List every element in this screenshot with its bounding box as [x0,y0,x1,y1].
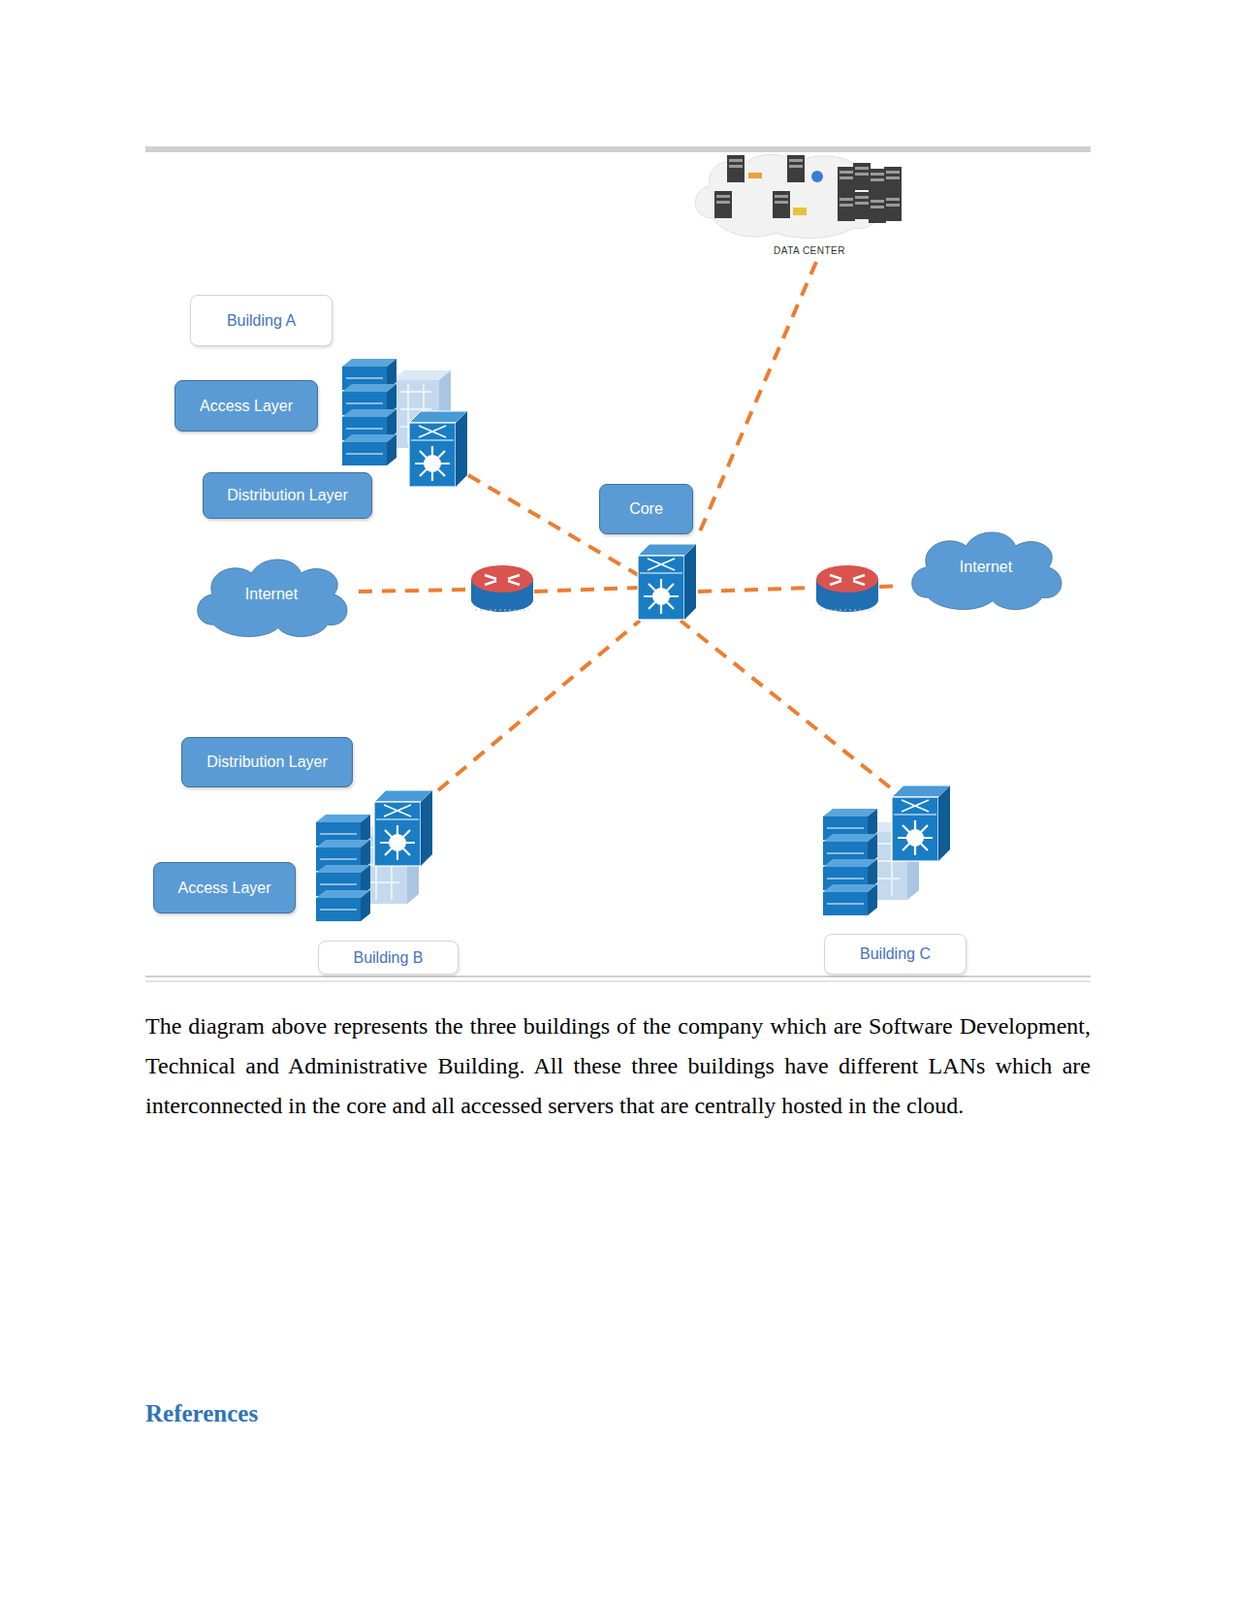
layer-box: Distribution Layer [202,472,373,519]
node-label: Building A [226,312,296,330]
layer-box: Access Layer [153,861,296,914]
internet-cloud: Internet [189,548,354,640]
layer-box: Access Layer [174,380,318,432]
node-label: Distribution Layer [206,753,328,771]
layer-box: Distribution Layer [181,736,353,788]
node-label: Building C [859,945,931,963]
building-box: Building A [190,294,333,347]
node-label: DATA CENTER [773,245,846,256]
node-label: Access Layer [177,879,271,897]
node-label: Access Layer [199,397,293,415]
section-heading: References [145,1399,534,1427]
building-box: Building C [824,933,967,975]
node-label: Distribution Layer [226,486,349,505]
body-paragraph: The diagram above represents the three b… [145,1006,1091,1126]
data-center-cloud: DATA CENTER [696,153,923,256]
node-label: Core [629,500,664,518]
internet-cloud: Internet [903,521,1069,613]
core-box: Core [599,483,694,535]
building-box: Building B [317,940,459,975]
node-label: Internet [245,585,298,603]
node-label: Building B [352,949,423,967]
node-label: Internet [959,558,1013,576]
